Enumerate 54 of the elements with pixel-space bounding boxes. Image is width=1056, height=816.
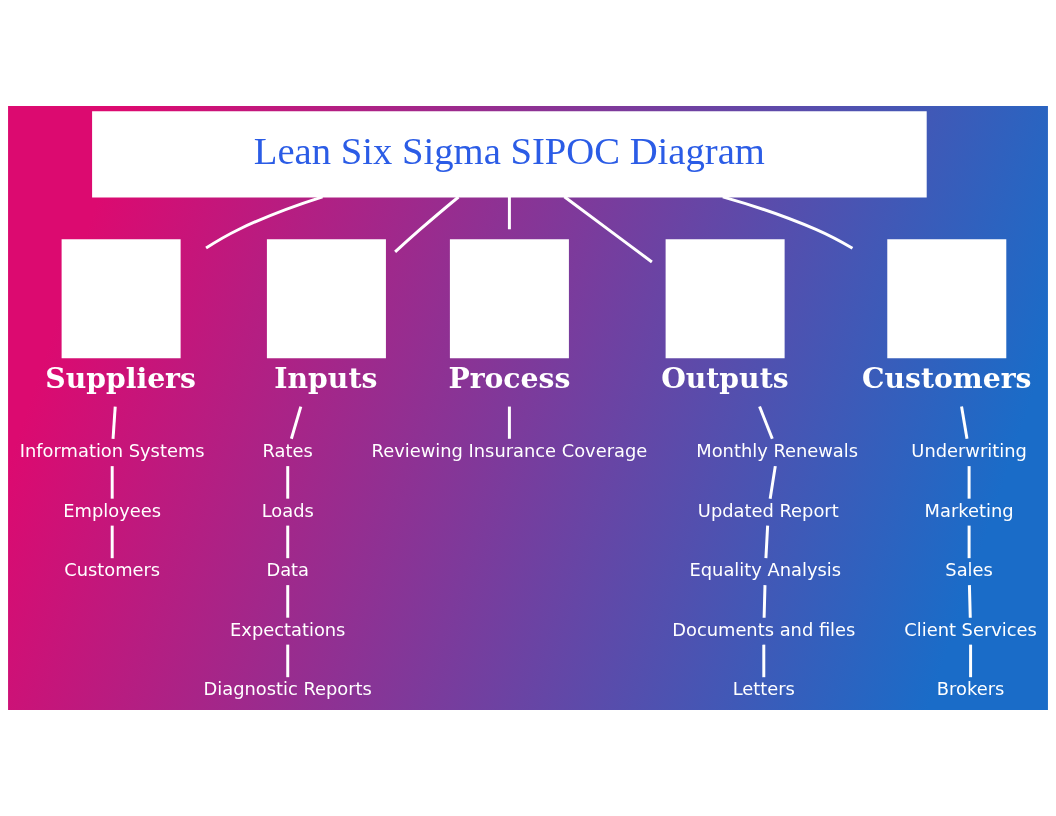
node-text: Underwriting: [911, 440, 1027, 462]
node-box: [61, 239, 181, 359]
node-text: Loads: [261, 499, 314, 521]
connector: [764, 525, 770, 559]
connector: [205, 195, 323, 250]
node-text: Expectations: [230, 618, 346, 640]
connector: [286, 585, 290, 618]
connector: [758, 406, 774, 440]
node-text: Documents and files: [672, 618, 856, 640]
node-text: Data: [266, 559, 310, 581]
node-text: Brokers: [936, 678, 1005, 700]
node-box: [887, 239, 1007, 359]
connector: [111, 406, 117, 439]
connector: [394, 195, 460, 253]
connector: [110, 525, 114, 559]
connector: [286, 466, 290, 499]
connector: [967, 525, 971, 559]
connector: [563, 195, 653, 264]
connector: [110, 466, 114, 499]
connector: [967, 466, 971, 499]
connector: [768, 465, 777, 499]
connector: [967, 585, 972, 618]
connector: [286, 525, 290, 559]
node-box: [266, 239, 386, 359]
node-label: Outputs: [661, 361, 789, 396]
node-label: Suppliers: [45, 361, 196, 396]
node-text: Rates: [262, 440, 313, 462]
node-text: Monthly Renewals: [696, 440, 859, 462]
node-box: [449, 239, 569, 359]
connector: [969, 644, 973, 678]
node-text: Letters: [732, 678, 795, 700]
node-text: Equality Analysis: [689, 559, 842, 581]
node-label: Process: [448, 361, 571, 396]
connector: [507, 196, 511, 230]
node-box: [665, 239, 785, 359]
connector: [289, 406, 303, 440]
connector: [722, 195, 854, 250]
connector: [960, 406, 969, 440]
node-text: Marketing: [924, 499, 1014, 521]
node-text: Employees: [63, 499, 162, 521]
node-text: Customers: [64, 559, 161, 581]
node-box: Lean Six Sigma SIPOC Diagram: [92, 111, 927, 198]
node-text: Diagnostic Reports: [203, 678, 372, 700]
node-text: Information Systems: [19, 440, 205, 462]
connector: [762, 644, 766, 678]
connector: [286, 644, 290, 678]
node-text: Reviewing Insurance Coverage: [371, 440, 648, 462]
node-text: Client Services: [904, 618, 1037, 640]
node-text: Sales: [945, 559, 993, 581]
connector: [762, 585, 767, 618]
node-label: Customers: [861, 361, 1032, 396]
node-text: Updated Report: [697, 499, 839, 521]
node-label: Inputs: [274, 361, 378, 396]
connector: [507, 406, 511, 439]
